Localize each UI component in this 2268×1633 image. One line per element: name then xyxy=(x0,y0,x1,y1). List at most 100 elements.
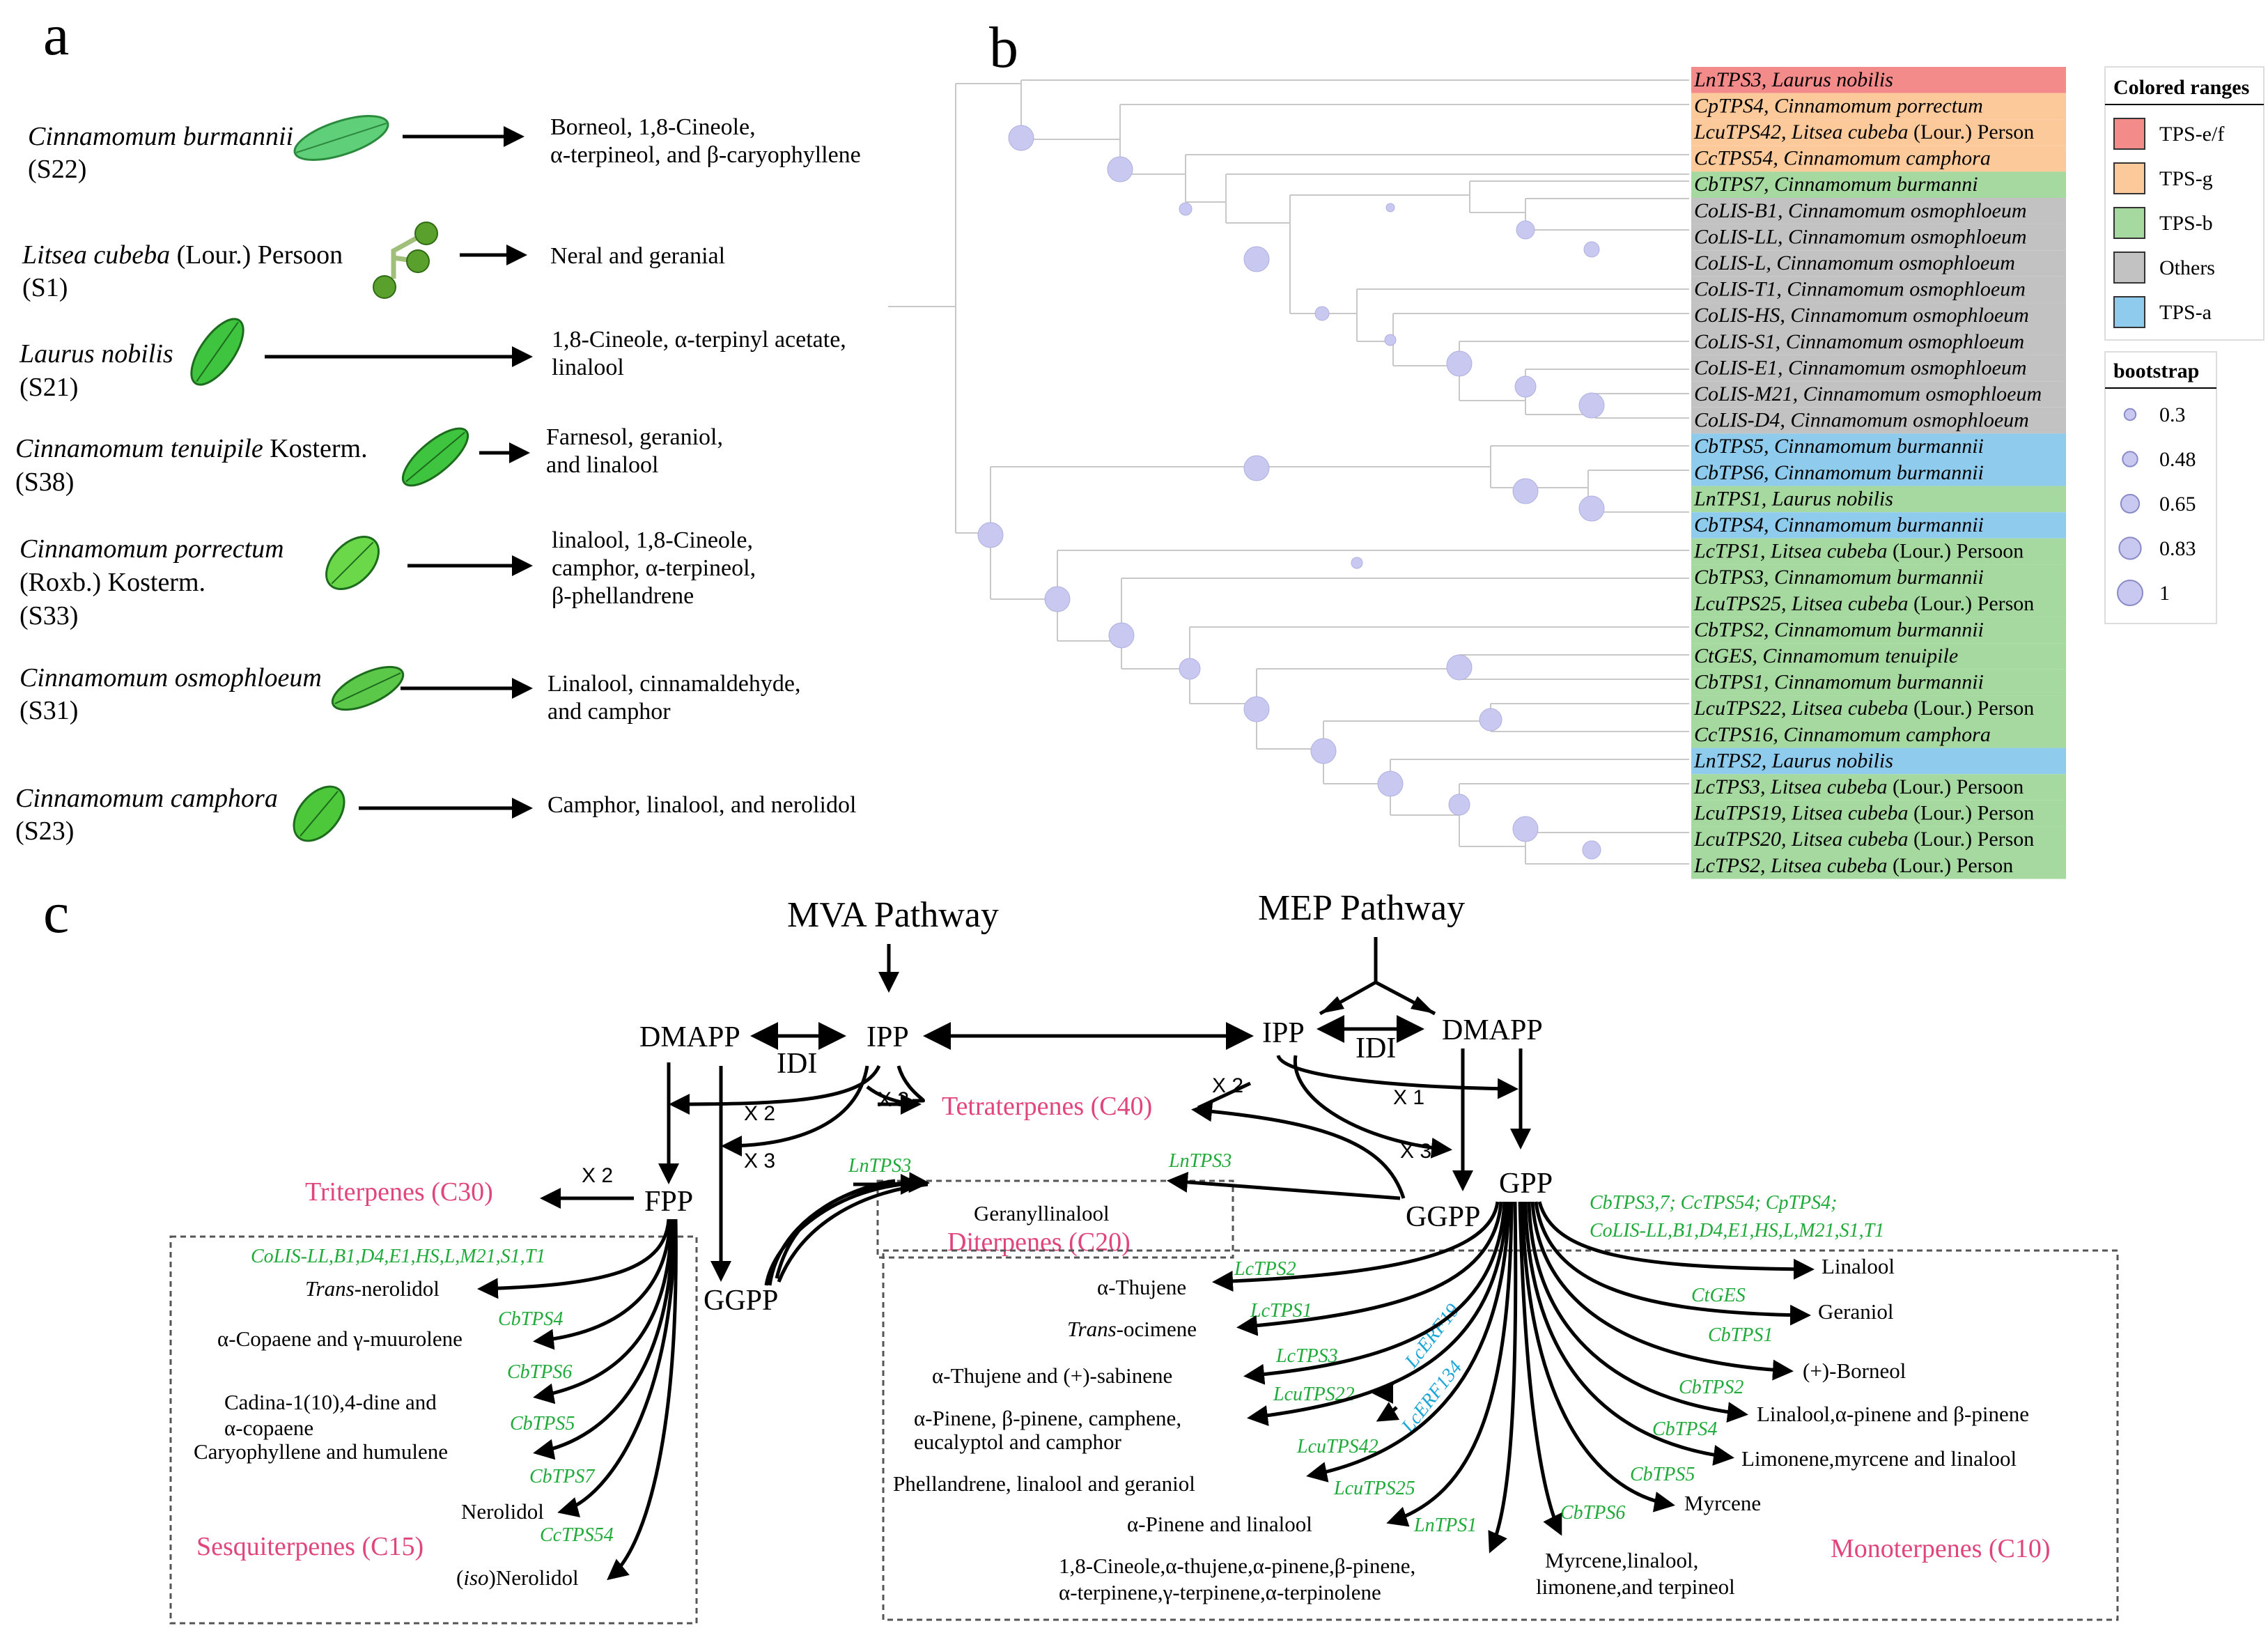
product-label: Geraniol xyxy=(1818,1299,1893,1324)
product-label: (iso)Nerolidol xyxy=(456,1565,579,1590)
tip-band xyxy=(1691,145,2066,172)
bootstrap-circles xyxy=(977,125,1605,860)
curved-arrow xyxy=(669,1065,881,1115)
species-code: (S33) xyxy=(20,601,78,630)
bootstrap-circle xyxy=(1578,495,1605,522)
tip-label: CbTPS7, Cinnamomum burmanni xyxy=(1694,173,1978,196)
species-code: (S1) xyxy=(22,273,68,302)
product-line: α-terpineol, and β-caryophyllene xyxy=(550,142,861,168)
tip-label: CoLIS-S1, Cinnamomum osmophloeum xyxy=(1694,330,2024,353)
tip-label: CoLIS-E1, Cinnamomum osmophloeum xyxy=(1694,356,2027,379)
product-label: (+)-Borneol xyxy=(1803,1359,1906,1383)
product-line: linalool, 1,8-Cineole, xyxy=(552,527,753,553)
leaf-icon xyxy=(325,536,380,590)
tip-band xyxy=(1691,302,2066,329)
gene-label: CbTPS6 xyxy=(1560,1502,1625,1524)
leaf-icon xyxy=(293,785,345,842)
mva-pathway-label: MVA Pathway xyxy=(787,895,999,935)
x2-label: X 2 xyxy=(744,1102,775,1125)
diterpenes-box xyxy=(876,1179,1234,1259)
gene-label: LcTPS2 xyxy=(1234,1258,1296,1280)
bootstrap-circle xyxy=(1351,557,1363,569)
legend-swatch xyxy=(2113,251,2145,284)
gene-label: CbTPS3,7; CcTPS54; CpTPS4; xyxy=(1590,1192,1837,1214)
bootstrap-legend-label: 0.65 xyxy=(2159,493,2196,516)
bootstrap-legend-label: 0.48 xyxy=(2159,448,2196,471)
species-name: Cinnamomum osmophloeum xyxy=(20,663,322,692)
idi-label-right: IDI xyxy=(1356,1032,1396,1065)
tip-band xyxy=(1691,355,2066,382)
tip-label: CoLIS-HS, Cinnamomum osmophloeum xyxy=(1694,304,2029,327)
curved-arrow xyxy=(1293,1055,1452,1159)
species-code: (S31) xyxy=(20,696,78,725)
x3-label: X 3 xyxy=(1400,1140,1431,1163)
product-label: α-copaene xyxy=(224,1416,313,1440)
tip-band xyxy=(1691,617,2066,644)
leaf-icon xyxy=(190,318,244,386)
tip-label: CpTPS4, Cinnamomum porrectum xyxy=(1694,94,1983,117)
gene-label: CbTPS5 xyxy=(1630,1464,1695,1485)
tip-band xyxy=(1691,407,2066,434)
leaf-icon xyxy=(401,427,469,487)
tip-band xyxy=(1691,224,2066,251)
product-line: and linalool xyxy=(546,452,658,478)
bootstrap-circle xyxy=(977,522,1004,548)
tip-label: CbTPS5, Cinnamomum burmannii xyxy=(1694,435,1984,458)
gene-label: CbTPS2 xyxy=(1679,1377,1743,1398)
bootstrap-circle xyxy=(1512,816,1539,842)
tip-label: CbTPS3, Cinnamomum burmannii xyxy=(1694,566,1984,589)
product-label: Nerolidol xyxy=(461,1499,544,1524)
gene-label: CbTPS6 xyxy=(507,1361,572,1383)
species-code: (Roxb.) Kosterm. xyxy=(20,568,205,597)
node-ggpp-right: GGPP xyxy=(1406,1201,1480,1233)
product-line: and camphor xyxy=(547,699,671,725)
product-label: Caryophyllene and humulene xyxy=(194,1439,448,1464)
tip-label: LcuTPS19, Litsea cubeba (Lour.) Person xyxy=(1693,802,2034,825)
legend-swatch xyxy=(2113,296,2145,328)
panel-label-c: c xyxy=(43,881,69,945)
tip-band xyxy=(1691,119,2066,146)
x1-label: X 1 xyxy=(1393,1086,1424,1109)
legend-label: Others xyxy=(2159,256,2215,279)
product-label: α-terpinene,γ-terpinene,α-terpinolene xyxy=(1059,1580,1381,1604)
legend-swatch xyxy=(2113,118,2145,150)
bootstrap-legend-circle xyxy=(2122,451,2138,467)
gene-label: CbTPS1 xyxy=(1708,1324,1773,1346)
species-name: Litsea cubeba (Lour.) Persoon xyxy=(22,240,343,270)
product-label: Cadina-1(10),4-dine and xyxy=(224,1390,437,1414)
tip-label: CbTPS1, Cinnamomum burmannii xyxy=(1694,671,1984,694)
product-line: Borneol, 1,8-Cineole, xyxy=(550,114,756,140)
bootstrap-circle xyxy=(1107,156,1133,183)
diterpenes-label: Diterpenes (C20) xyxy=(947,1228,1131,1257)
tip-band xyxy=(1691,826,2066,853)
bootstrap-circle xyxy=(1243,696,1270,722)
colored-ranges-legend: Colored ranges TPS-e/fTPS-gTPS-bOthersTP… xyxy=(2104,66,2265,341)
legend-swatch xyxy=(2113,162,2145,194)
tip-label: CbTPS6, Cinnamomum burmannii xyxy=(1694,461,1984,484)
gene-label: LcuTPS42 xyxy=(1296,1436,1378,1457)
gpp-left-branches xyxy=(1212,1201,1518,1554)
bootstrap-circle xyxy=(1179,202,1193,216)
node-ipp-right: IPP xyxy=(1262,1017,1305,1049)
tip-band xyxy=(1691,800,2066,827)
bootstrap-title: bootstrap xyxy=(2113,359,2199,382)
product-line: Linalool, cinnamaldehyde, xyxy=(547,671,801,697)
sesquiterpenes-label: Sesquiterpenes (C15) xyxy=(196,1532,424,1561)
product-label: α-Pinene and linalool xyxy=(1127,1512,1312,1536)
panel-label-b: b xyxy=(989,15,1018,80)
tip-band xyxy=(1691,643,2066,670)
gene-label: CbTPS7 xyxy=(529,1466,595,1487)
gene-label: LnTPS3 xyxy=(848,1155,911,1177)
bootstrap-circle xyxy=(1512,478,1539,504)
tip-label: CoLIS-M21, Cinnamomum osmophloeum xyxy=(1694,382,2042,405)
tip-band xyxy=(1691,695,2066,722)
bootstrap-legend-circle xyxy=(2117,580,2143,606)
tip-label: LcTPS2, Litsea cubeba (Lour.) Person xyxy=(1693,854,2013,877)
bootstrap-legend: bootstrap 0.30.480.650.831 xyxy=(2104,351,2217,624)
bootstrap-circle xyxy=(1243,246,1270,272)
tip-label: LcuTPS22, Litsea cubeba (Lour.) Person xyxy=(1693,697,2034,720)
triterpenes-label: Triterpenes (C30) xyxy=(305,1177,493,1207)
product-label: Linalool xyxy=(1822,1254,1895,1278)
legend-title: Colored ranges xyxy=(2113,76,2249,99)
